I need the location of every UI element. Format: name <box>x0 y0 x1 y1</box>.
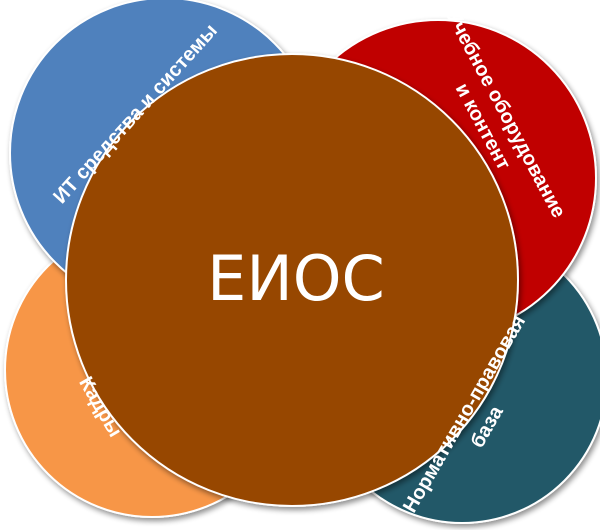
center-label: ЕИОС <box>207 242 385 315</box>
center-circle <box>65 53 519 507</box>
